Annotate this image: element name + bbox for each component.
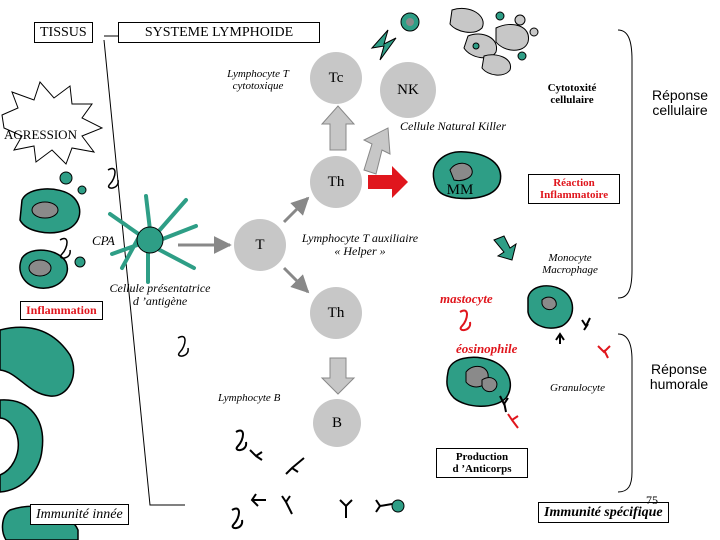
reponse-cellulaire-label: Réponse cellulaire [642,87,718,119]
reponse-humorale-label: Réponse humorale [640,361,718,393]
arrow-th-to-mm-red [368,166,408,198]
mastocyte-antigen-red [459,309,472,332]
lymphocyte-t-cytotoxique-line-2: cytotoxique [232,80,284,93]
production-anticorps-label: Production d ’Anticorps [436,448,528,479]
arrow-t-to-th-top [282,196,310,224]
inflammation-label: Inflammation [20,301,103,321]
systeme-lymphoide-label: SYSTEME LYMPHOIDE [118,22,320,44]
granulocyte-label: Granulocyte [550,382,605,394]
lymphocyte-t-cytotoxique-label: Lymphocyte T cytotoxique [218,68,298,92]
cell-t-label: T [255,236,265,253]
macrophage-mm [432,151,502,200]
tissus-label: TISSUS [34,22,93,44]
antibody-icons [499,317,591,413]
bacterium-left-2 [77,185,87,195]
antigen-glyph-1 [107,167,119,189]
monocyte-macrophage-label: Monocyte Macrophage [530,252,610,276]
cell-tc-body [310,52,362,104]
cytotoxicite-line-2: cellulaire [550,94,594,107]
cell-th-bottom-label: Th [327,304,345,321]
immunite-specifique-label: Immunité spécifique [538,502,669,524]
arrow-th-to-tc [320,105,356,151]
reaction-line-1: Réaction [553,177,595,189]
target-cell-cluster [400,8,539,76]
monocyte-line-2: Macrophage [542,264,598,277]
cell-t-body [234,219,286,271]
eosinophile-cell [446,356,511,407]
arrow-th-to-b [320,357,356,395]
cell-nk-label: NK [397,81,419,98]
dendritic-cell-cpa [108,194,198,284]
cytotoxicite-line-1: Cytotoxité [547,82,597,94]
reponse-cellulaire-line-2: cellulaire [652,102,708,119]
eosinophile-label: éosinophile [456,341,518,356]
cell-th-top-body [310,156,362,208]
page-number: 75 [646,493,658,507]
cell-th-top-label: Th [327,173,345,190]
lymphocyte-t-auxiliaire-line-2: « Helper » [334,244,386,259]
brace-reponse-humorale [617,333,633,493]
tissue-cell-arc-left [0,399,44,493]
antigen-glyph-3 [177,335,189,357]
cell-th-bottom-body [310,287,362,339]
brace-reponse-cellulaire [617,29,633,299]
agression-label: AGRESSION [4,127,77,142]
antibody-bottom-group [231,429,393,530]
tissue-macrophage-1 [19,188,81,234]
cellule-presentatrice-label: Cellule présentatrice d ’antigène [100,281,220,309]
reponse-humorale-line-2: humorale [649,376,709,393]
cell-tc-label: Tc [328,69,344,86]
cytotoxicite-cellulaire-label: Cytotoxité cellulaire [532,82,612,106]
cell-mm-label: MM [446,181,474,198]
lymphocyte-t-auxiliaire-line-1: Lymphocyte T auxiliaire [301,231,419,245]
lightning-bolt-icon [370,29,397,61]
lymphocyte-t-cytotoxique-line-1: Lymphocyte T [227,68,289,80]
monocyte-line-1: Monocyte [548,252,592,264]
cpa-label: CPA [92,233,115,248]
tissue-cell-large-left [0,326,75,397]
reponse-humorale-line-1: Réponse [650,361,708,377]
immunite-innee-label: Immunité innée [30,504,129,526]
antigen-bound-cell [391,499,405,513]
arrow-th-to-nk [362,127,391,175]
tissus-border-line [103,39,185,506]
reponse-cellulaire-line-1: Réponse [651,87,709,103]
bacterium-left-1 [59,171,73,185]
cellule-natural-killer-label: Cellule Natural Killer [400,119,507,133]
reaction-line-2: Inflammatoire [539,189,609,202]
cellule-presentatrice-line-1: Cellule présentatrice [109,281,211,295]
mastocyte-cell [527,285,574,329]
reaction-inflammatoire-label: Réaction Inflammatoire [528,174,620,205]
bacterium-left-3 [74,256,86,268]
cell-b-label: B [331,414,342,431]
antigen-glyph-2 [59,237,71,259]
tissue-macrophage-2 [19,249,69,289]
cellule-presentatrice-line-2: d ’antigène [132,294,188,309]
mastocyte-label: mastocyte [440,291,493,306]
cell-b-body [313,399,361,447]
agression-starburst [1,81,104,165]
lymphocyte-b-label: Lymphocyte B [218,392,281,404]
production-line-1: Production [455,451,509,463]
arrow-b-to-granulocyte [493,235,517,261]
lymphocyte-t-auxiliaire-label: Lymphocyte T auxiliaire « Helper » [300,231,420,259]
arrow-t-to-th-bottom [282,266,310,294]
cell-nk-body [380,62,436,118]
production-line-2: d ’Anticorps [452,463,512,476]
antibody-icons-red [507,345,611,429]
